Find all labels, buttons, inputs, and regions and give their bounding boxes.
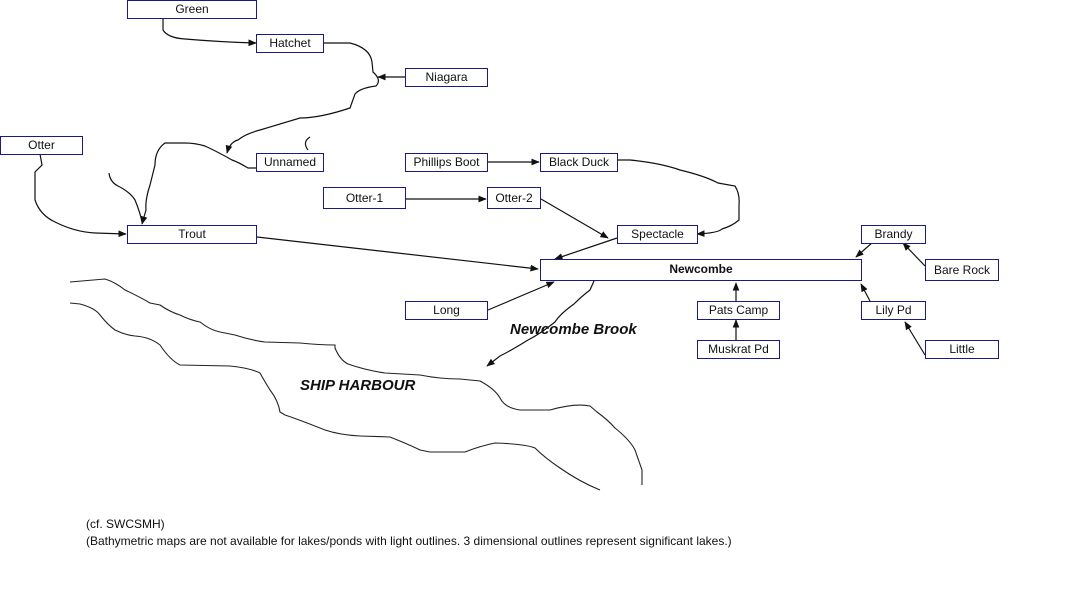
flow-newcombe-brook xyxy=(486,280,595,367)
node-niagara[interactable]: Niagara xyxy=(405,68,488,87)
trout-tributary xyxy=(108,172,143,223)
flow-hatchet-down xyxy=(225,42,379,154)
flow-otter-trout xyxy=(34,153,127,238)
harbour-shore-north xyxy=(69,278,643,485)
harbour-shore-south xyxy=(69,302,601,491)
node-brandy[interactable]: Brandy xyxy=(861,225,926,244)
node-pats-camp[interactable]: Pats Camp xyxy=(697,301,780,320)
node-black-duck[interactable]: Black Duck xyxy=(540,153,618,172)
flow-little-lilypd xyxy=(904,321,926,356)
node-spectacle[interactable]: Spectacle xyxy=(617,225,698,244)
flow-otter2-spectacle xyxy=(540,198,609,239)
node-bare-rock[interactable]: Bare Rock xyxy=(925,259,999,281)
node-otter-1[interactable]: Otter-1 xyxy=(323,187,406,209)
node-phillips-boot[interactable]: Phillips Boot xyxy=(405,153,488,172)
footnote-source: (cf. SWCSMH) xyxy=(86,517,165,531)
flow-green-hatchet xyxy=(162,18,257,47)
node-otter[interactable]: Otter xyxy=(0,136,83,155)
node-hatchet[interactable]: Hatchet xyxy=(256,34,324,53)
node-newcombe[interactable]: Newcombe xyxy=(540,259,862,281)
flow-blackduck-spectacle xyxy=(618,159,740,237)
flow-trout-newcombe xyxy=(256,236,539,272)
label-newcombe-brook: Newcombe Brook xyxy=(510,321,637,338)
node-muskrat-pd[interactable]: Muskrat Pd xyxy=(697,340,780,359)
node-trout[interactable]: Trout xyxy=(127,225,257,244)
flow-long-newcombe xyxy=(487,281,555,311)
node-little[interactable]: Little xyxy=(925,340,999,359)
flow-lilypd-newcombe xyxy=(860,283,871,302)
node-long[interactable]: Long xyxy=(405,301,488,320)
footnote-note: (Bathymetric maps are not available for … xyxy=(86,534,732,548)
unnamed-tributary xyxy=(304,136,311,151)
label-ship-harbour: SHIP HARBOUR xyxy=(300,377,416,394)
flow-brandy-newcombe xyxy=(855,241,874,258)
flow-unnamed-trout xyxy=(140,142,256,225)
flow-spectacle-newcombe xyxy=(554,237,618,260)
node-otter-2[interactable]: Otter-2 xyxy=(487,187,541,209)
flow-barerock-brandy xyxy=(902,242,926,267)
node-unnamed[interactable]: Unnamed xyxy=(256,153,324,172)
node-green[interactable]: Green xyxy=(127,0,257,19)
node-lily-pd[interactable]: Lily Pd xyxy=(861,301,926,320)
